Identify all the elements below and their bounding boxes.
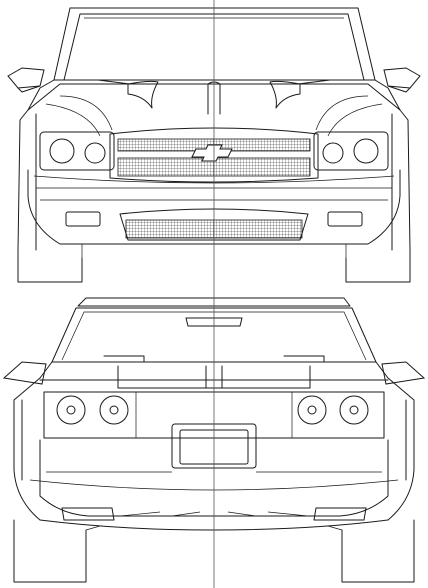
rear-tail-panel — [43, 391, 385, 439]
front-upper-grille-frame — [109, 127, 319, 183]
front-left-mirror — [7, 67, 45, 89]
front-right-mirror — [383, 67, 421, 89]
front-view — [7, 7, 421, 283]
rear-diffuser — [119, 511, 309, 517]
front-roof-outline — [53, 7, 376, 81]
front-left-headlight-outer — [49, 138, 75, 164]
front-right-headlight-inner — [322, 142, 344, 164]
rear-roof-outline — [77, 297, 351, 307]
front-right-headlight-outer — [353, 138, 379, 164]
rear-right-taillight-outer — [339, 395, 369, 425]
front-lower-intake-frame — [119, 208, 309, 241]
front-right-tire — [345, 249, 411, 283]
rear-left-taillight-inner — [99, 395, 129, 425]
front-bowtie-emblem — [191, 144, 233, 162]
front-right-fog-light — [327, 211, 363, 227]
front-left-fog-light — [65, 211, 101, 227]
rear-right-taillight-inner — [297, 395, 327, 425]
front-hood-scoop-left — [127, 80, 159, 109]
front-hood-scoop-right — [269, 80, 301, 109]
rear-right-tire — [341, 519, 415, 583]
rear-left-exhaust — [61, 507, 115, 521]
front-windshield — [63, 13, 365, 81]
front-right-headlight-housing — [313, 131, 389, 171]
rear-right-exhaust — [313, 507, 367, 521]
front-left-tire — [17, 249, 83, 283]
front-left-headlight-housing — [39, 131, 115, 171]
rear-left-mirror — [2, 361, 47, 385]
rear-left-tire — [13, 519, 87, 583]
rear-top-spoiler — [185, 317, 243, 327]
rear-left-taillight-outer — [56, 395, 86, 425]
rear-right-mirror — [381, 361, 426, 385]
front-left-headlight-inner — [84, 142, 106, 164]
